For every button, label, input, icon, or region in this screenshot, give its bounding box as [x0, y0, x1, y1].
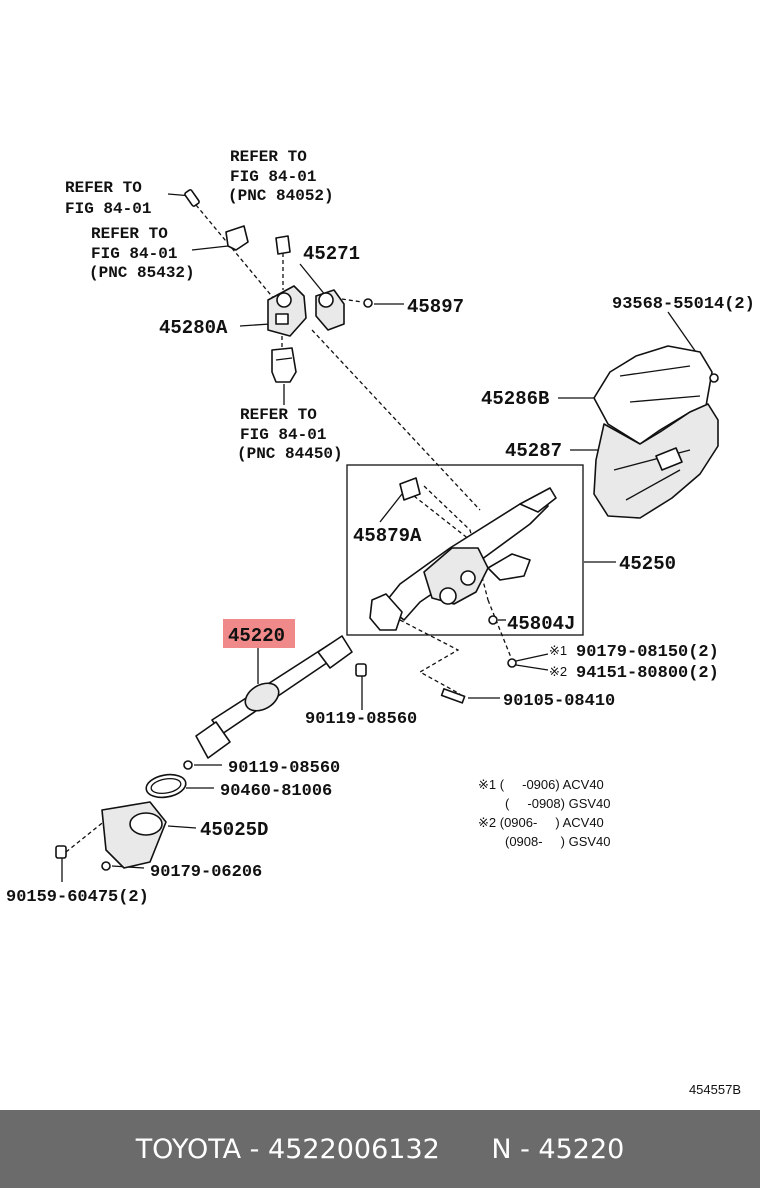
footer-bar: TOYOTA - 4522006132 N - 45220 — [0, 1110, 760, 1188]
steering-column-diagram: REFER TO FIG 84-01 REFER TO FIG 84-01 (P… — [6, 148, 755, 1097]
small-clip-icon — [275, 235, 291, 255]
svg-text:FIG 84-01: FIG 84-01 — [230, 168, 316, 186]
parts-diagram: REFER TO FIG 84-01 REFER TO FIG 84-01 (P… — [6, 148, 755, 1097]
part-label-93568-55014[interactable]: 93568-55014(2) — [612, 295, 755, 314]
intermediate-shaft-45220-icon — [195, 635, 353, 759]
assembly-box-45250 — [346, 464, 584, 636]
svg-text:FIG 84-01: FIG 84-01 — [91, 245, 177, 263]
svg-text:REFER TO: REFER TO — [65, 179, 142, 197]
bracket-clip-icon — [225, 225, 249, 251]
footer-gap — [440, 1134, 492, 1165]
part-label-90179-08150[interactable]: 90179-08150(2) — [576, 643, 719, 662]
mark-1: ※1 — [549, 643, 567, 658]
bolt-90105-icon — [440, 688, 466, 704]
part-label-90179-06206[interactable]: 90179-06206 — [150, 863, 262, 882]
clip-45804j-icon — [488, 615, 498, 625]
footer-separator: - — [241, 1133, 269, 1165]
refer-label-pnc-84052: REFER TO FIG 84-01 (PNC 84052) — [228, 148, 334, 205]
column-cover-45287-icon — [593, 403, 719, 519]
small-screw-45897-icon — [363, 298, 373, 308]
part-label-45250[interactable]: 45250 — [619, 553, 676, 575]
switch-housing-45280a-icon — [267, 285, 307, 337]
part-label-45220[interactable]: 45220 — [228, 625, 285, 647]
cover-screw-93568-icon — [709, 373, 719, 383]
svg-text:REFER TO: REFER TO — [230, 148, 307, 166]
top-screw-icon — [184, 189, 200, 207]
screw-90159-icon — [55, 845, 67, 859]
svg-text:※2 (0906- ) ACV40: ※2 (0906- ) ACV40 — [478, 815, 604, 830]
svg-text:(0908- ) GSV40: (0908- ) GSV40 — [505, 834, 611, 849]
part-label-90119-08560-lower[interactable]: 90119-08560 — [228, 759, 340, 778]
boot-45025d-icon — [101, 801, 167, 869]
refer-label-pnc-85432: REFER TO FIG 84-01 (PNC 85432) — [89, 225, 195, 282]
sensor-84450-icon — [271, 347, 297, 383]
part-label-45286b[interactable]: 45286B — [481, 388, 549, 410]
key-cylinder-45271-icon — [315, 289, 345, 331]
part-label-94151-80800[interactable]: 94151-80800(2) — [576, 664, 719, 683]
svg-text:FIG 84-01: FIG 84-01 — [240, 426, 326, 444]
footer-brand: TOYOTA — [135, 1133, 242, 1165]
part-label-45271[interactable]: 45271 — [303, 243, 360, 265]
part-label-90119-08560-upper[interactable]: 90119-08560 — [305, 710, 417, 729]
bracket-45879a-icon — [399, 477, 421, 501]
part-label-90105-08410[interactable]: 90105-08410 — [503, 692, 615, 711]
part-label-45287[interactable]: 45287 — [505, 440, 562, 462]
diagram-code: 454557B — [689, 1082, 741, 1097]
steering-column-45250-icon — [369, 487, 557, 631]
svg-text:REFER TO: REFER TO — [91, 225, 168, 243]
part-label-45025d[interactable]: 45025D — [200, 819, 268, 841]
bolt-90119-lower-icon — [183, 760, 193, 770]
part-label-45879a[interactable]: 45879A — [353, 525, 422, 547]
part-label-45220-highlighted[interactable]: 45220 — [223, 619, 295, 648]
part-label-90159-60475[interactable]: 90159-60475(2) — [6, 888, 149, 907]
footer-pnc: N - 45220 — [491, 1133, 625, 1165]
svg-text:( -0908) GSV40: ( -0908) GSV40 — [505, 796, 611, 811]
refer-label-fig-84-01: REFER TO FIG 84-01 — [65, 179, 151, 218]
highlight-box — [223, 619, 295, 648]
svg-text:(PNC 84052): (PNC 84052) — [228, 187, 334, 205]
svg-text:REFER TO: REFER TO — [240, 406, 317, 424]
svg-text:(PNC 85432): (PNC 85432) — [89, 264, 195, 282]
part-label-90460-81006[interactable]: 90460-81006 — [220, 782, 332, 801]
footer-part-number: 4522006132 — [268, 1133, 440, 1165]
nut-90179-icon — [101, 861, 111, 871]
mark-2: ※2 — [549, 664, 567, 679]
clamp-ring-90460-icon — [145, 773, 187, 799]
part-label-45804j[interactable]: 45804J — [507, 613, 575, 635]
bolt-90119-upper-icon — [355, 663, 367, 677]
svg-text:(PNC 84450): (PNC 84450) — [237, 445, 343, 463]
part-label-45280a[interactable]: 45280A — [159, 317, 228, 339]
nuts-icon — [507, 658, 517, 668]
svg-text:※1 ( -0906) ACV40: ※1 ( -0906) ACV40 — [478, 777, 604, 792]
applicability-notes: ※1 ( -0906) ACV40 ( -0908) GSV40 ※2 (090… — [478, 777, 611, 849]
refer-label-pnc-84450: REFER TO FIG 84-01 (PNC 84450) — [237, 406, 343, 463]
part-label-45897[interactable]: 45897 — [407, 296, 464, 318]
svg-text:FIG 84-01: FIG 84-01 — [65, 200, 151, 218]
